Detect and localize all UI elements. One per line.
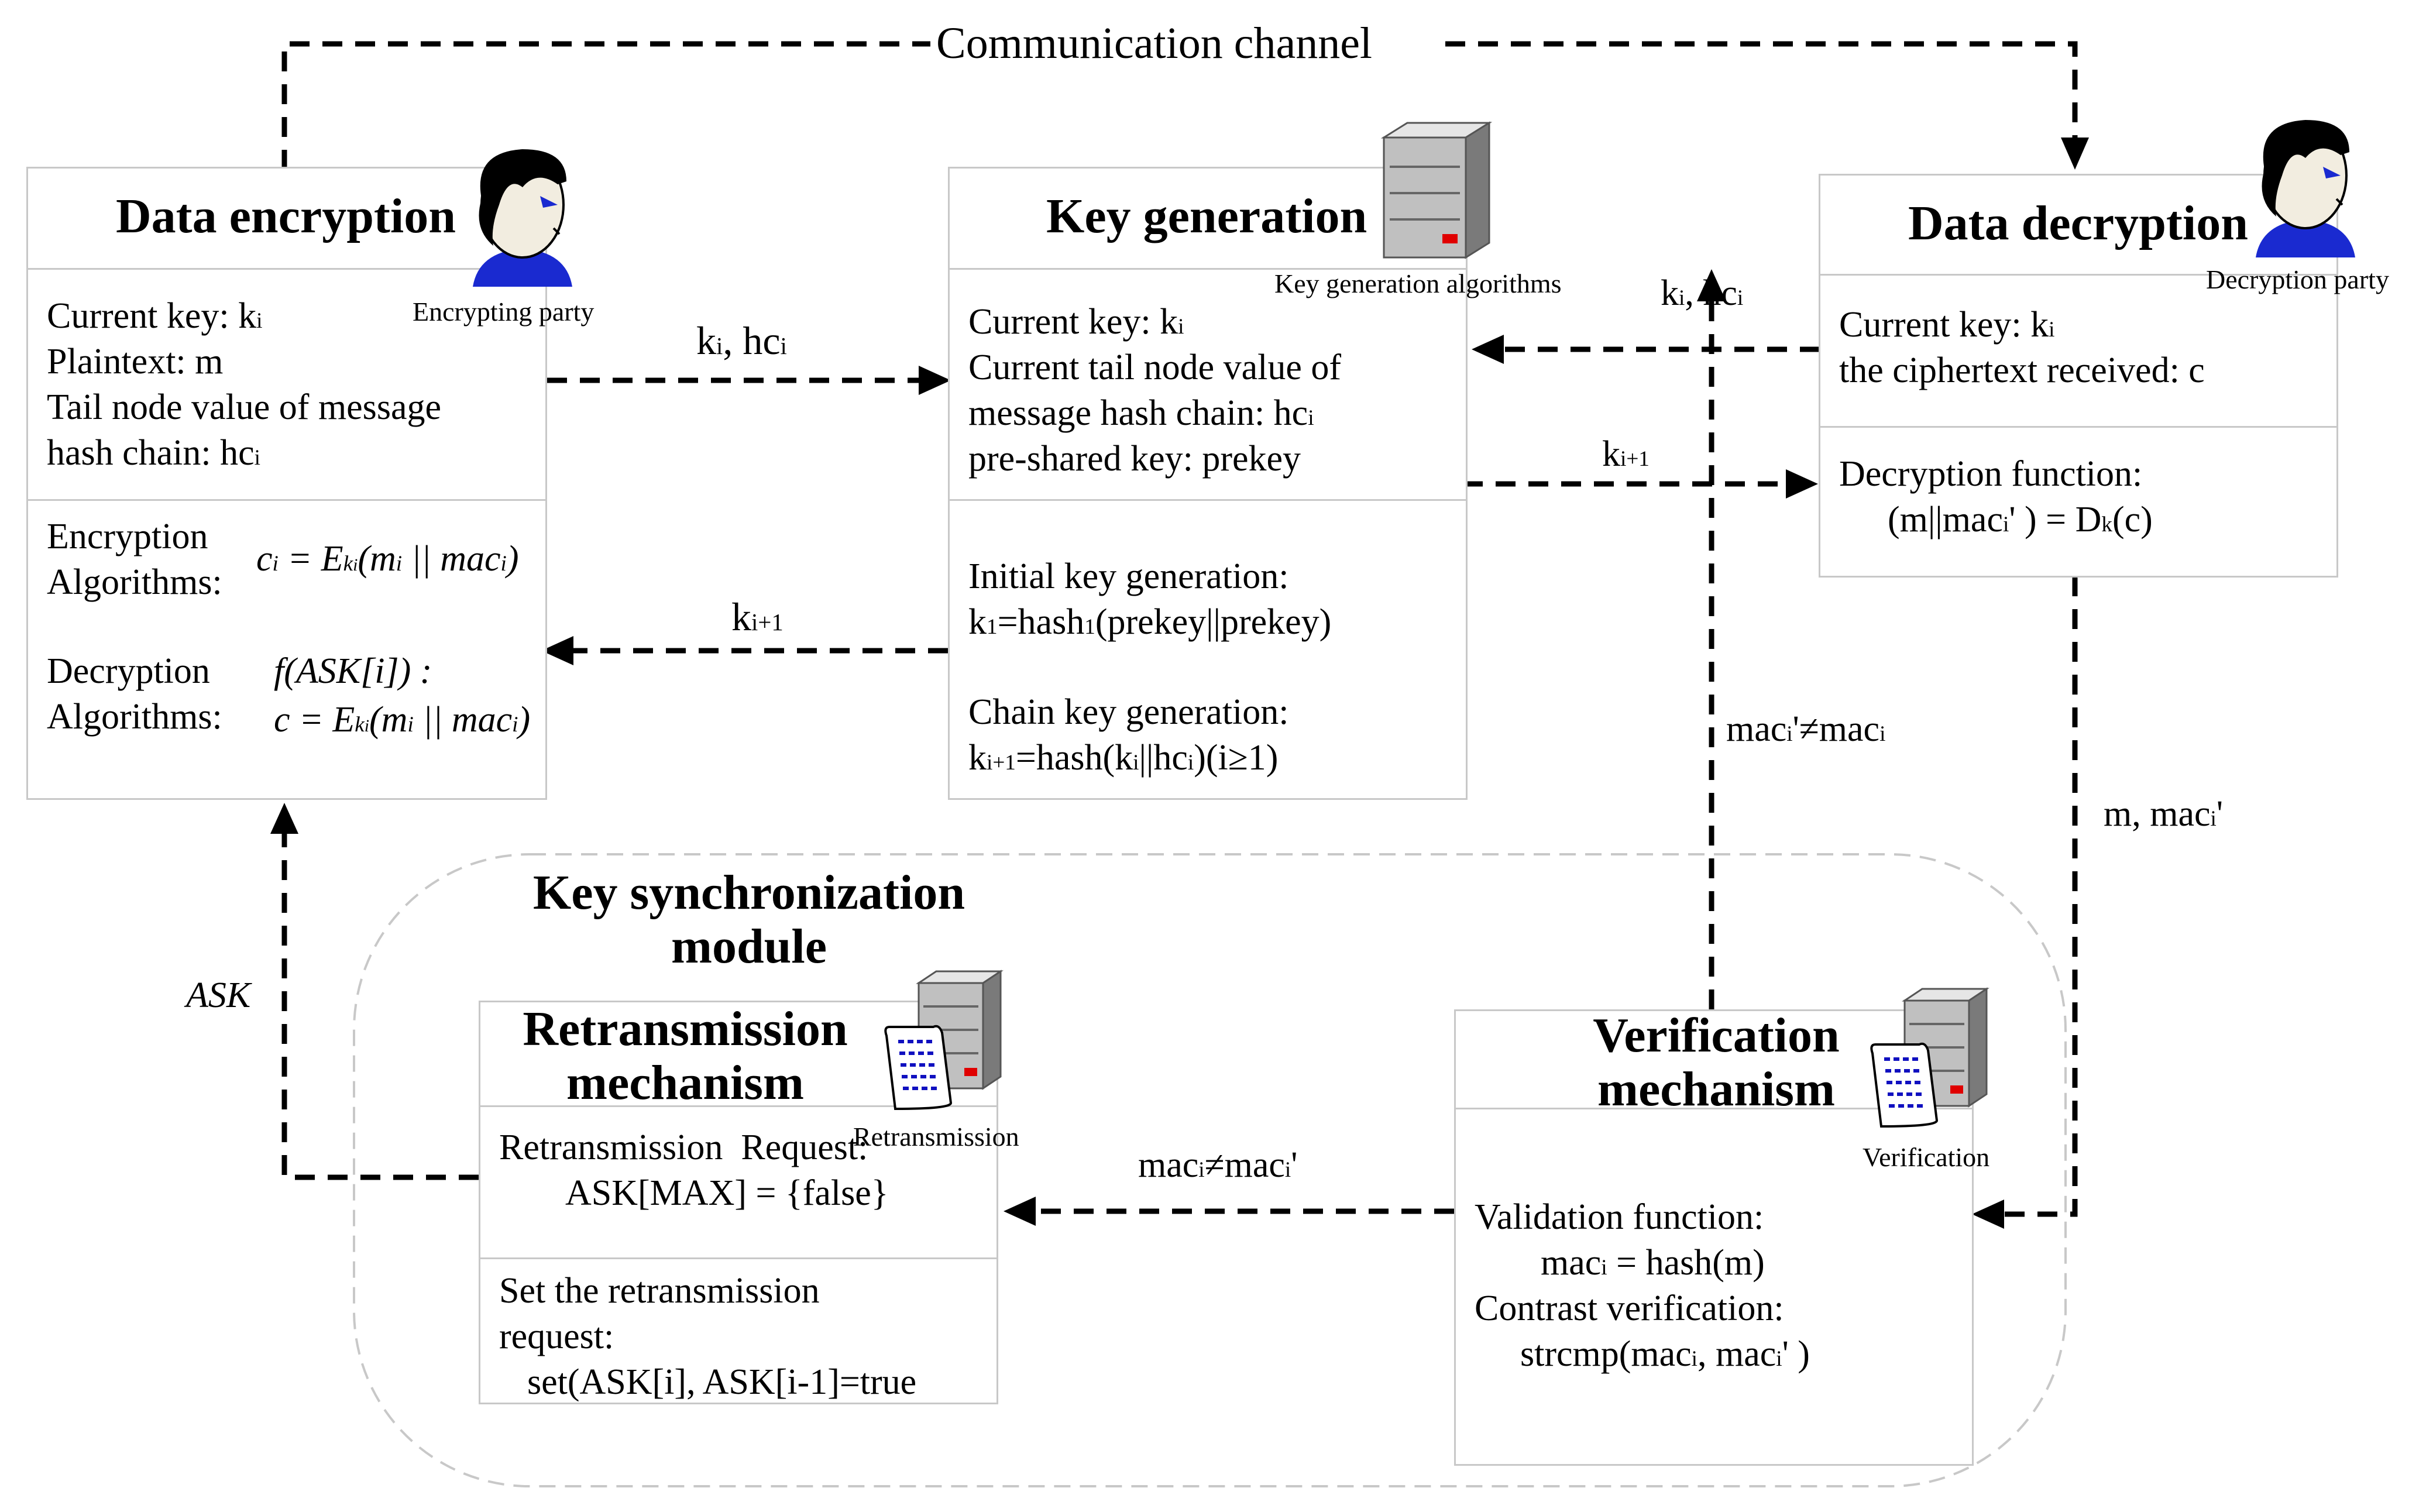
dec-func-formula: (m||maci' ) = Dk(c) bbox=[1888, 500, 2153, 539]
encrypting-party-label: Encrypting party bbox=[413, 297, 595, 327]
retrans-set: Set the retransmission request: set(ASK[… bbox=[480, 1257, 996, 1403]
arrowhead-verif-to-retrans bbox=[1004, 1197, 1036, 1226]
decryption-party-label: Decryption party bbox=[2206, 264, 2389, 294]
label-mac-neq-up: maci'≠maci bbox=[1726, 709, 1886, 749]
arrow-retrans-to-enc bbox=[281, 834, 479, 1180]
enc-plain-line: Plaintext: m bbox=[47, 342, 224, 382]
dec-alg-label-2: Algorithms: bbox=[47, 697, 222, 737]
keygen-title: Key generation bbox=[1046, 189, 1367, 243]
channel-label: Communication channel bbox=[936, 19, 1373, 68]
verif-title-line1: Verification bbox=[1593, 1008, 1840, 1063]
data-encryption-box: Data encryption Current key: ki Plaintex… bbox=[26, 167, 547, 800]
retrans-title-line2: mechanism bbox=[566, 1056, 804, 1111]
verif-title: Verification mechanism bbox=[1456, 1008, 1977, 1117]
verif-title-line2: mechanism bbox=[1597, 1062, 1835, 1117]
arrowhead-verif-up bbox=[1697, 269, 1726, 301]
label-ki-hci: ki, hci bbox=[696, 318, 787, 363]
keygen-key-line: Current key: ki bbox=[968, 302, 1184, 342]
sync-title-line1: Key synchronization bbox=[532, 865, 965, 920]
dec-formula: c = Eki(mi || maci) bbox=[274, 700, 531, 740]
retrans-title: Retransmission mechanism bbox=[480, 1002, 890, 1111]
arrowhead-retrans-to-enc bbox=[270, 803, 298, 834]
retransmission-icon-label: Retransmission bbox=[853, 1122, 1019, 1152]
sync-module-title: Key synchronization module bbox=[500, 865, 998, 974]
enc-formula: ci = Eki(mi || maci) bbox=[256, 539, 519, 579]
arrowhead-keygen-to-dec bbox=[1786, 469, 1818, 499]
sync-module-boundary bbox=[353, 853, 2067, 1487]
dec-title: Data decryption bbox=[1908, 196, 2248, 250]
enc-algorithms: Encryption Algorithms: ci = Eki(mi || ma… bbox=[28, 499, 545, 798]
retrans-set-line3: set(ASK[i], ASK[i-1]=true bbox=[527, 1362, 917, 1402]
retrans-set-line1: Set the retransmission bbox=[499, 1271, 820, 1311]
dec-key-line: Current key: ki bbox=[1839, 305, 2055, 345]
keygen-algorithms-label: Key generation algorithms bbox=[1274, 269, 1562, 298]
enc-tail-line2: hash chain: hci bbox=[47, 433, 260, 473]
dec-f-formula: f(ASK[i]) : bbox=[274, 651, 432, 691]
label-m-mac: m, maci' bbox=[2104, 794, 2224, 834]
retrans-req-line1: Retransmission Request: bbox=[499, 1128, 868, 1167]
keygen-header: Key generation bbox=[950, 169, 1466, 268]
init-key-formula: k1=hash1(prekey||prekey) bbox=[968, 602, 1332, 642]
enc-header: Data encryption bbox=[28, 169, 545, 268]
channel-line bbox=[281, 41, 2078, 170]
keygen-state: Current key: ki Current tail node value … bbox=[950, 268, 1466, 669]
chain-key-title: Chain key generation: bbox=[968, 692, 1289, 732]
label-ask: ASK bbox=[186, 975, 251, 1015]
label-mac-neq-left: maci≠maci' bbox=[1138, 1145, 1298, 1185]
keygen-tail-line1: Current tail node value of bbox=[968, 348, 1342, 387]
arrowhead-dec-to-keygen bbox=[1472, 335, 1504, 364]
verification-box: Verification mechanism Validation functi… bbox=[1454, 1008, 1974, 1466]
enc-key-line: Current key: ki bbox=[47, 296, 263, 336]
chain-key-formula: ki+1=hash(ki||hci)(i≥1) bbox=[968, 738, 1279, 778]
retrans-header: Retransmission mechanism bbox=[480, 1002, 996, 1110]
arrowhead-dec-to-verif bbox=[1972, 1200, 2004, 1229]
enc-alg-label-2: Algorithms: bbox=[47, 562, 222, 602]
dec-function: Decryption function: (m||maci' ) = Dk(c) bbox=[1820, 426, 2336, 576]
retrans-set-line2: request: bbox=[499, 1317, 614, 1356]
label-ki1-right: ki+1 bbox=[1602, 434, 1650, 474]
retrans-title-line1: Retransmission bbox=[523, 1002, 848, 1056]
verif-body: Validation function: maci = hash(m) Cont… bbox=[1456, 1108, 1972, 1464]
arrow-dec-to-verif bbox=[2001, 576, 2078, 1217]
verif-header: Verification mechanism bbox=[1456, 1008, 1972, 1116]
verif-contrast-title: Contrast verification: bbox=[1475, 1288, 1784, 1328]
dec-cipher-line: the ciphertext received: c bbox=[1839, 350, 2205, 390]
dec-func-title: Decryption function: bbox=[1839, 454, 2143, 494]
label-ki1-left: ki+1 bbox=[731, 595, 784, 639]
arrowheads bbox=[270, 138, 2089, 1229]
verif-func-formula: maci = hash(m) bbox=[1541, 1243, 1765, 1283]
retrans-request: Retransmission Request: ASK[MAX] = {fals… bbox=[480, 1105, 996, 1257]
keygen-algorithms: Initial key generation: k1=hash1(prekey|… bbox=[950, 499, 1466, 798]
person-icon bbox=[473, 149, 572, 287]
dec-alg-label-1: Decryption bbox=[47, 651, 210, 691]
data-decryption-box: Data decryption Current key: ki the ciph… bbox=[1819, 174, 2338, 578]
verif-func-title: Validation function: bbox=[1475, 1197, 1764, 1237]
verification-icon-label: Verification bbox=[1863, 1142, 1990, 1172]
enc-title: Data encryption bbox=[116, 189, 456, 243]
keygen-tail-line2: message hash chain: hci bbox=[968, 393, 1314, 433]
enc-alg-label-1: Encryption bbox=[47, 517, 208, 556]
keygen-prekey-line: pre-shared key: prekey bbox=[968, 439, 1301, 479]
init-key-title: Initial key generation: bbox=[968, 556, 1289, 596]
server-icon bbox=[1380, 121, 1493, 259]
scroll-icon bbox=[1870, 1042, 1939, 1128]
retrans-req-line2: ASK[MAX] = {false} bbox=[565, 1173, 889, 1213]
dec-state: Current key: ki the ciphertext received:… bbox=[1820, 274, 2336, 426]
enc-state: Current key: ki Plaintext: m Tail node v… bbox=[28, 268, 545, 669]
enc-tail-line1: Tail node value of message bbox=[47, 387, 441, 427]
scroll-icon bbox=[884, 1025, 953, 1111]
arrowhead-enc-to-keygen bbox=[919, 366, 951, 395]
key-generation-box: Key generation Current key: ki Current t… bbox=[948, 167, 1468, 800]
verif-contrast-formula: strcmp(maci, maci' ) bbox=[1520, 1334, 1810, 1374]
label-ki-hci-right: ki, hci bbox=[1661, 273, 1744, 313]
sync-title-line2: module bbox=[671, 919, 827, 974]
arrowhead-keygen-to-enc bbox=[541, 636, 573, 665]
person-icon bbox=[2256, 120, 2355, 257]
arrowhead-channel bbox=[2061, 138, 2089, 170]
dec-header: Data decryption bbox=[1820, 176, 2336, 274]
